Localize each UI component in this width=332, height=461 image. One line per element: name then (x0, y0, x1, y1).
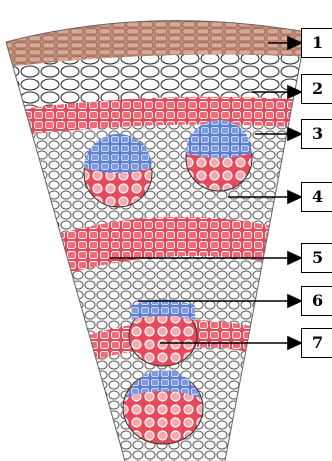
label-6: 6 (301, 286, 332, 316)
label-5: 5 (301, 243, 332, 273)
label-7: 7 (301, 328, 332, 358)
label-4: 4 (301, 182, 332, 212)
vascular-bundle-6 (129, 299, 197, 366)
vascular-bundle-left (84, 134, 152, 207)
vascular-bundle-right (186, 120, 252, 191)
label-3: 3 (301, 119, 332, 149)
label-1: 1 (301, 28, 332, 58)
label-2: 2 (301, 74, 332, 104)
